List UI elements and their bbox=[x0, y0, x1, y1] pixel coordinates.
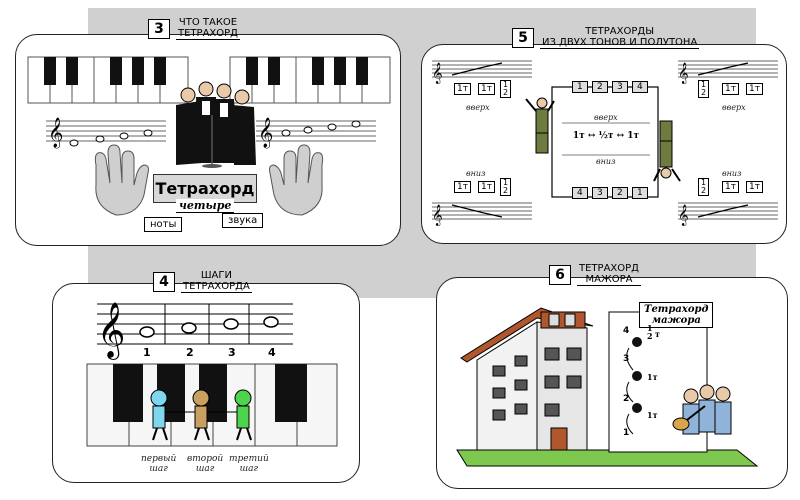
step-notes bbox=[139, 316, 279, 338]
tone-label: 1т bbox=[647, 372, 658, 382]
floor-number: 1 bbox=[623, 428, 630, 438]
panel6-illustration bbox=[456, 307, 759, 467]
direction-up-label: вверх bbox=[722, 103, 746, 112]
panel5-illustration: 𝄞 𝄞 𝄞 𝄞 bbox=[432, 60, 778, 226]
note-number: 2 bbox=[186, 346, 194, 359]
staff-top-right bbox=[678, 60, 778, 78]
right-hand-four-fingers-icon bbox=[269, 144, 324, 216]
acrobat-left-icon bbox=[525, 97, 555, 154]
center-frame bbox=[551, 86, 659, 198]
treble-clef-icon: 𝄞 bbox=[258, 117, 273, 149]
step-number-box: 2 bbox=[612, 187, 628, 199]
sounds-word-box: звука bbox=[222, 213, 264, 228]
right-piano-keys bbox=[229, 56, 391, 104]
center-formula: 1т ↔ ½т ↔ 1т bbox=[572, 131, 640, 141]
staff-top-left bbox=[432, 60, 532, 78]
tetrachord-label: Тетрахорд bbox=[153, 174, 257, 203]
four-label: четыре bbox=[176, 199, 235, 213]
tone-box: 1т bbox=[746, 83, 763, 95]
panel6-number: 6 bbox=[549, 264, 571, 285]
direction-up-label: вверх bbox=[466, 103, 490, 112]
panel-tetrachord-steps: 𝄞 bbox=[52, 283, 360, 483]
acrobat-right-icon bbox=[653, 120, 681, 182]
tone-box: 1т bbox=[478, 181, 495, 193]
singers-quartet-icon bbox=[176, 81, 256, 168]
note-number: 1 bbox=[143, 346, 151, 359]
dog-figure-blue-icon bbox=[150, 389, 168, 441]
treble-clef-icon: 𝄞 bbox=[432, 205, 443, 226]
direction-down-label: вниз bbox=[722, 169, 742, 178]
dog-figure-green-icon bbox=[234, 389, 252, 441]
treble-clef-icon: 𝄞 bbox=[678, 63, 689, 84]
treble-clef-icon: 𝄞 bbox=[432, 63, 443, 84]
step-number-box: 3 bbox=[612, 81, 628, 93]
treble-clef-icon: 𝄞 bbox=[97, 302, 125, 360]
floor-number: 3 bbox=[623, 354, 630, 364]
right-staff-notes bbox=[281, 120, 361, 137]
floor-number: 2 bbox=[623, 394, 630, 404]
steps-staff bbox=[97, 303, 293, 345]
panel3-illustration: 𝄞 𝄞 bbox=[27, 56, 391, 216]
lawn bbox=[456, 449, 759, 467]
note-number: 3 bbox=[228, 346, 236, 359]
floor-number: 4 bbox=[623, 326, 630, 336]
tone-box: 1т bbox=[722, 83, 739, 95]
singers-with-guitar-icon bbox=[672, 384, 732, 435]
staff-bottom-right bbox=[678, 202, 778, 220]
panel-tetrachords-two-tones-semitone: 𝄞 𝄞 𝄞 𝄞 bbox=[421, 44, 787, 244]
tone-box: 1т bbox=[454, 181, 471, 193]
note-number: 4 bbox=[268, 346, 276, 359]
treble-clef-icon: 𝄞 bbox=[48, 117, 63, 149]
tone-box: 1т bbox=[746, 181, 763, 193]
panel4-number: 4 bbox=[153, 271, 175, 292]
panel-what-is-tetrachord: 𝄞 𝄞 bbox=[15, 34, 401, 246]
treble-clef-icon: 𝄞 bbox=[678, 205, 689, 226]
left-piano-keys bbox=[27, 56, 189, 104]
staff-bottom-left bbox=[432, 202, 532, 220]
step-number-box: 1 bbox=[572, 81, 588, 93]
center-down-label: вниз bbox=[596, 157, 616, 166]
step-number-box: 2 bbox=[592, 81, 608, 93]
steps-piano-keys bbox=[86, 363, 338, 447]
panel3-number: 3 bbox=[148, 18, 170, 39]
step-number-box: 3 bbox=[592, 187, 608, 199]
step-number-box: 4 bbox=[572, 187, 588, 199]
tone-label: 1т bbox=[647, 410, 658, 420]
half-tone-unit: т bbox=[655, 329, 660, 339]
center-up-label: вверх bbox=[594, 113, 618, 122]
dog-figure-brown-icon bbox=[192, 389, 210, 441]
tone-box: 1т bbox=[454, 83, 471, 95]
panel4-illustration: 𝄞 bbox=[86, 302, 338, 447]
step-number-box: 4 bbox=[632, 81, 648, 93]
direction-down-label: вниз bbox=[466, 169, 486, 178]
panel5-number: 5 bbox=[512, 27, 534, 48]
tone-box: 1т bbox=[478, 83, 495, 95]
building-icon bbox=[460, 307, 594, 451]
left-hand-four-fingers-icon bbox=[94, 144, 149, 216]
step-number-box: 1 bbox=[632, 187, 648, 199]
left-staff-notes bbox=[69, 129, 153, 147]
tone-box: 1т bbox=[722, 181, 739, 193]
step-balls bbox=[626, 337, 642, 435]
notes-word-box: ноты bbox=[144, 217, 183, 232]
